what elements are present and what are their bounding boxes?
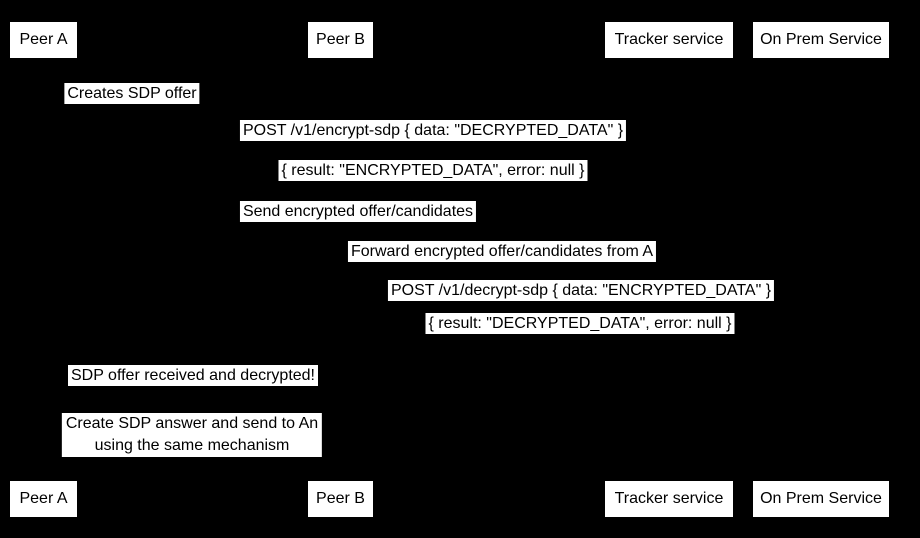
- message-sdp-offer-received: SDP offer received and decrypted!: [68, 365, 318, 386]
- lifeline-tracker-service: [669, 58, 670, 481]
- actor-peer-b-top: Peer B: [308, 22, 373, 58]
- message-creates-sdp-offer: Creates SDP offer: [64, 83, 200, 104]
- actor-on-prem-service-bottom: On Prem Service: [753, 481, 889, 517]
- actor-peer-a-bottom: Peer A: [10, 481, 77, 517]
- actor-tracker-service-bottom: Tracker service: [605, 481, 733, 517]
- message-encrypt-result: { result: "ENCRYPTED_DATA", error: null …: [278, 160, 588, 181]
- lifeline-on-prem-service: [821, 58, 822, 481]
- message-post-encrypt-sdp: POST /v1/encrypt-sdp { data: "DECRYPTED_…: [239, 120, 627, 141]
- message-forward-encrypted-offer: Forward encrypted offer/candidates from …: [347, 241, 657, 262]
- message-send-encrypted-offer: Send encrypted offer/candidates: [239, 201, 477, 222]
- actor-on-prem-service-top: On Prem Service: [753, 22, 889, 58]
- note-line-1: Create SDP answer and send to An: [65, 415, 319, 432]
- actor-peer-a-top: Peer A: [10, 22, 77, 58]
- note-line-2: using the same mechanism: [94, 437, 290, 454]
- note-create-sdp-answer: Create SDP answer and send to An using t…: [61, 413, 323, 457]
- message-decrypt-result: { result: "DECRYPTED_DATA", error: null …: [425, 313, 735, 334]
- actor-tracker-service-top: Tracker service: [605, 22, 733, 58]
- message-post-decrypt-sdp: POST /v1/decrypt-sdp { data: "ENCRYPTED_…: [387, 280, 775, 301]
- lifeline-peer-b: [340, 58, 341, 481]
- actor-peer-b-bottom: Peer B: [308, 481, 373, 517]
- lifeline-peer-a: [43, 58, 44, 481]
